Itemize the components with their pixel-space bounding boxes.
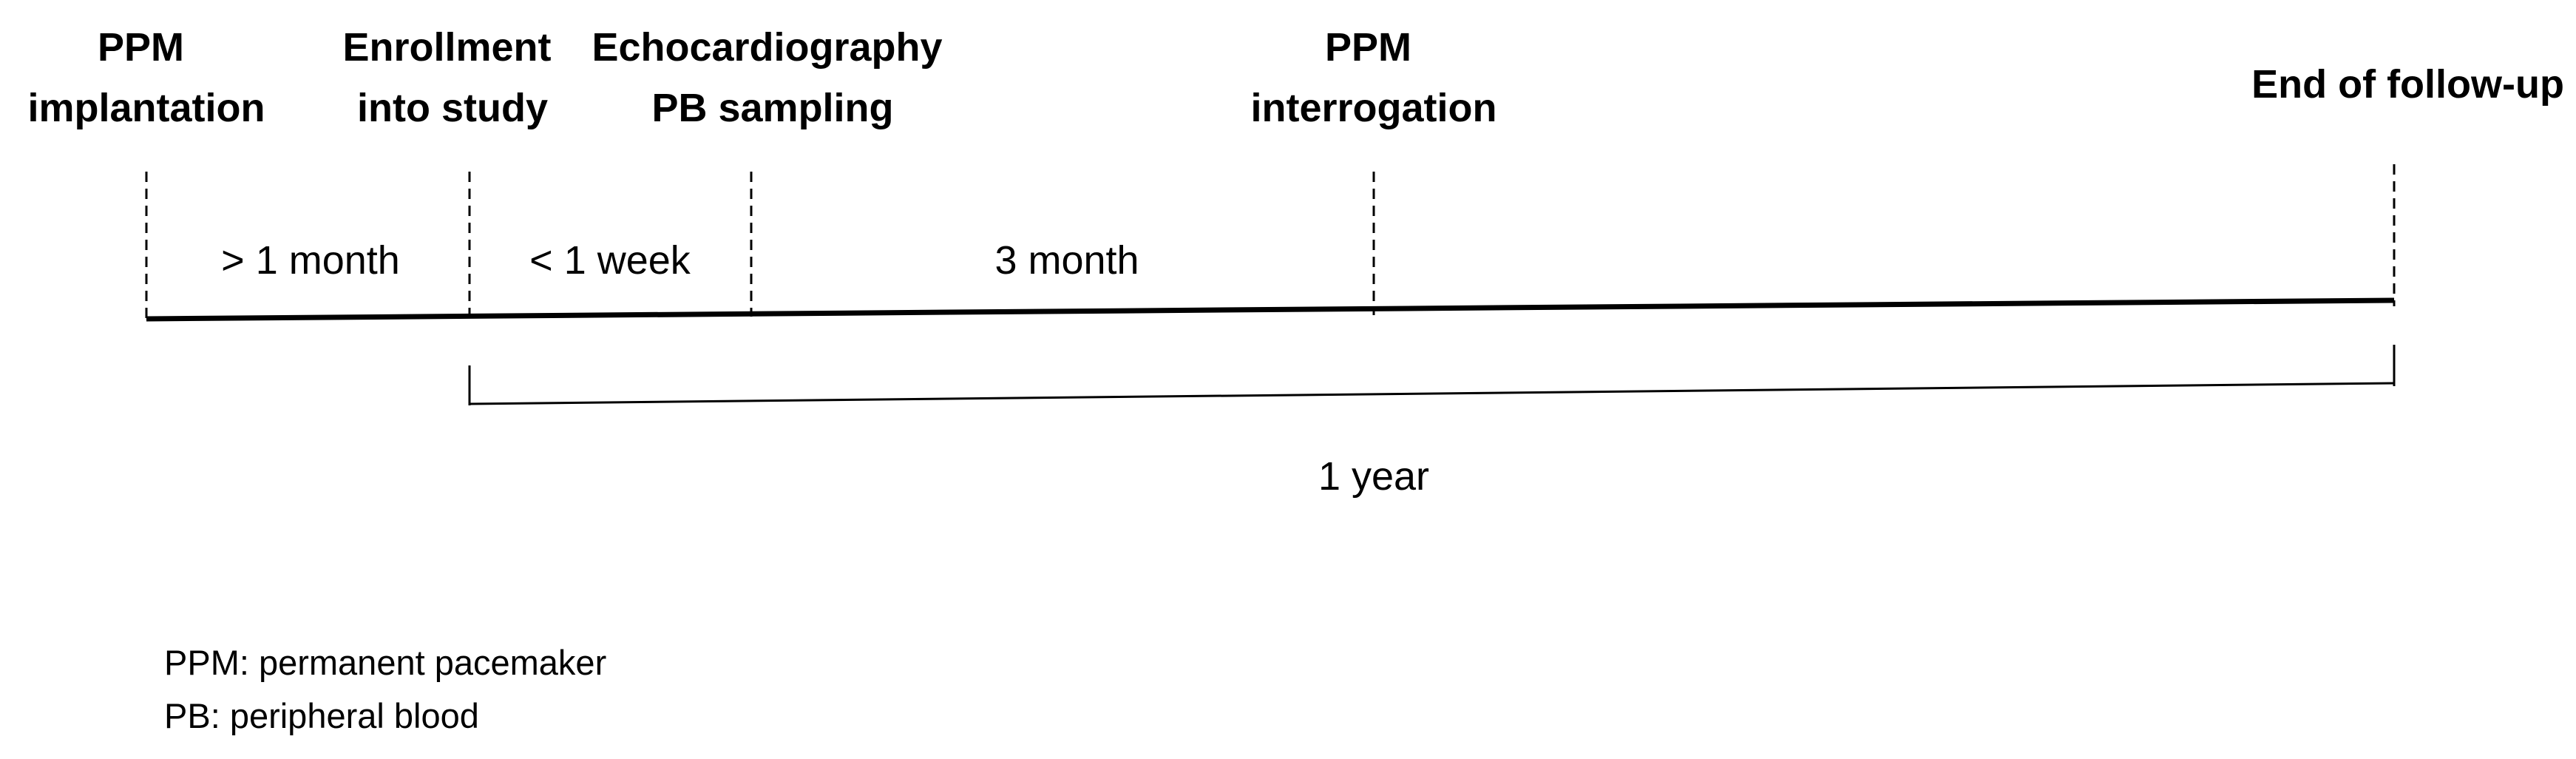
milestone-label-end-follow-up: End of follow-up — [2251, 62, 2564, 107]
interval-labels: > 1 month < 1 week 3 month — [221, 238, 1139, 283]
milestone-label-line: into study — [357, 86, 548, 130]
follow-up-bracket — [468, 345, 2396, 405]
milestone-label-line: End of follow-up — [2251, 62, 2564, 107]
milestone-markers — [145, 164, 2396, 318]
milestone-label-line: interrogation — [1251, 86, 1497, 130]
milestone-label-line: Enrollment — [342, 25, 551, 70]
milestone-label-ppm-interrogation: PPM interrogation — [1251, 25, 1497, 130]
milestone-label-ppm-implantation: PPM implantation — [28, 25, 265, 130]
milestone-label-echo-pb: Echocardiography PB sampling — [592, 25, 953, 130]
milestone-label-line: Echocardiography — [592, 25, 942, 70]
legend-line-ppm: PPM: permanent pacemaker — [164, 643, 606, 682]
abbreviation-legend: PPM: permanent pacemaker PB: peripheral … — [164, 643, 606, 735]
milestone-label-line: implantation — [28, 86, 265, 130]
timeline-axis — [146, 297, 2395, 322]
milestone-label-line: PB sampling — [651, 86, 893, 130]
milestone-label-enrollment: Enrollment into study — [342, 25, 562, 130]
interval-label-lt-1-week: < 1 week — [529, 238, 691, 283]
interval-label-3-month: 3 month — [994, 238, 1139, 283]
milestone-label-line: PPM — [98, 25, 184, 70]
span-label-1-year: 1 year — [1318, 454, 1429, 499]
interval-label-gt-1-month: > 1 month — [221, 238, 400, 283]
bracket-span-line — [469, 382, 2395, 405]
legend-line-pb: PB: peripheral blood — [164, 696, 479, 735]
milestone-labels: PPM implantation Enrollment into study E… — [28, 25, 2565, 130]
milestone-label-line: PPM — [1325, 25, 1411, 70]
